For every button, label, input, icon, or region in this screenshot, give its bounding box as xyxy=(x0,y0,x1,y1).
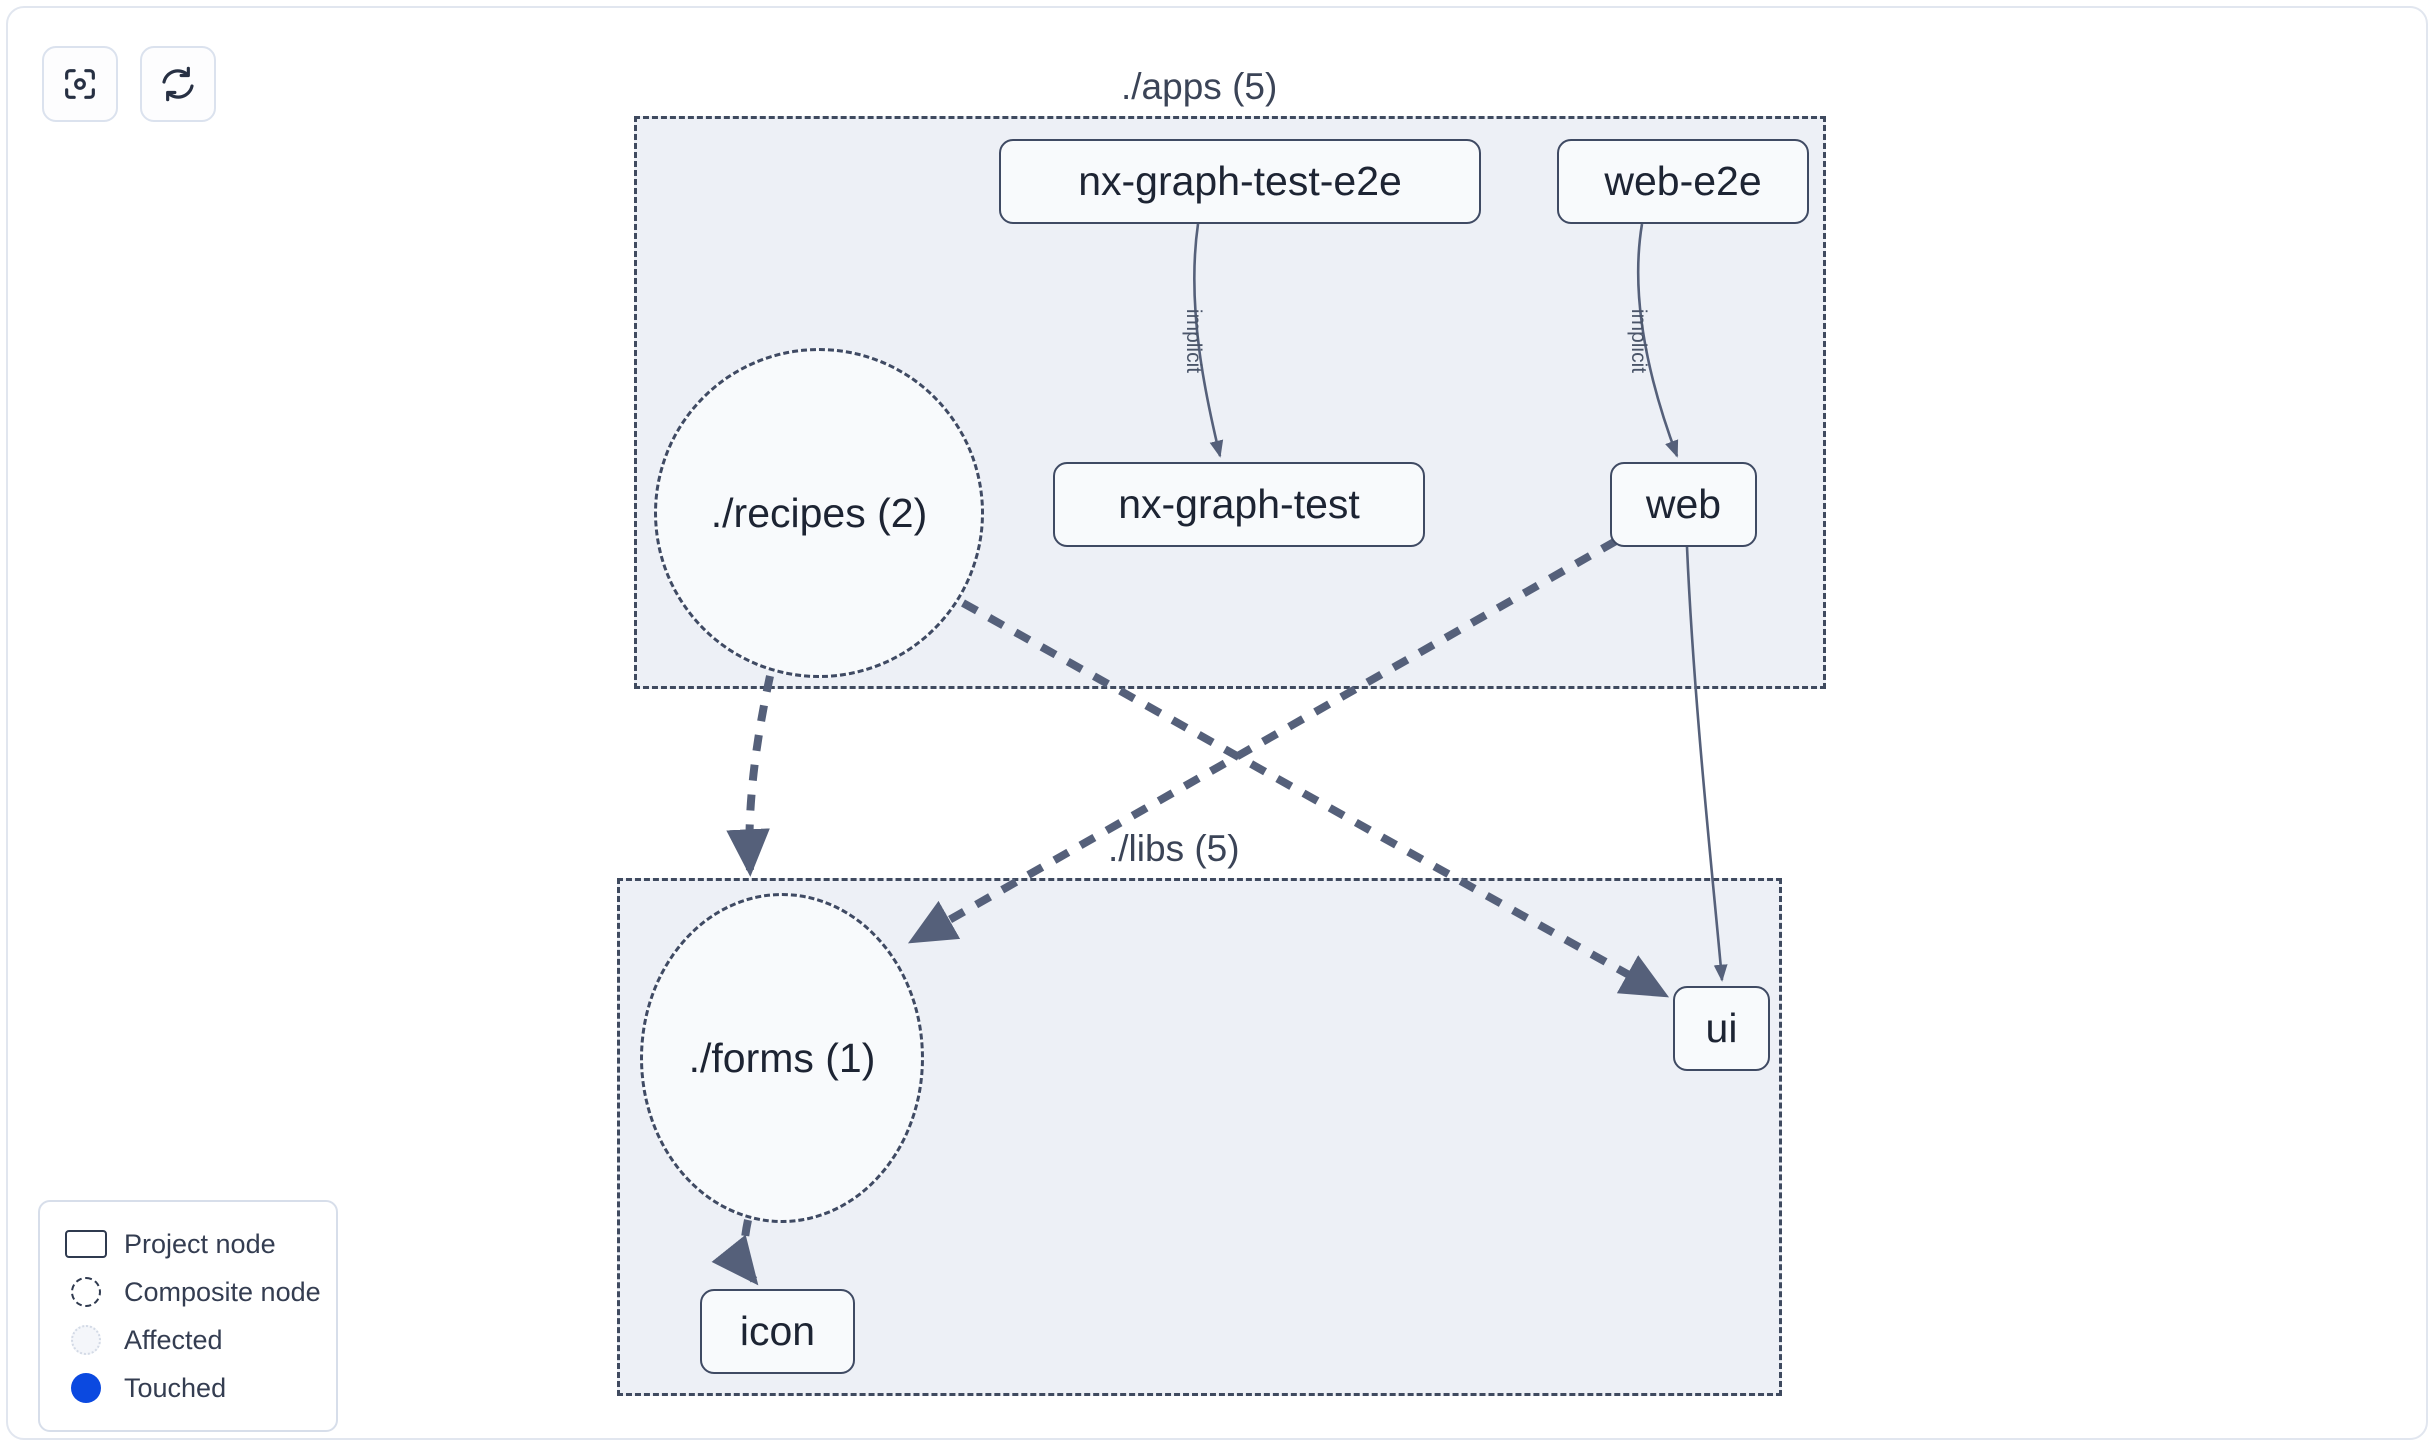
edge-recipes-to-forms[interactable] xyxy=(726,675,774,877)
graph-toolbar xyxy=(42,46,216,122)
touched-swatch xyxy=(60,1373,112,1403)
focus-graph-button[interactable] xyxy=(42,46,118,122)
affected-swatch xyxy=(60,1325,112,1355)
legend-label-affected: Affected xyxy=(124,1324,223,1355)
project-node-web[interactable]: web xyxy=(1610,462,1757,547)
legend-label-composite-node: Composite node xyxy=(124,1276,321,1307)
group-label-apps: ./apps (5) xyxy=(1121,66,1278,107)
edge-label-implicit-nx-graph-test: implicit xyxy=(1182,308,1205,374)
project-node-nx-graph-test[interactable]: nx-graph-test xyxy=(1053,462,1425,547)
composite-node-forms[interactable]: ./forms (1) xyxy=(640,893,924,1223)
legend-item-affected: Affected xyxy=(60,1316,316,1364)
legend-item-composite-node: Composite node xyxy=(60,1268,321,1316)
refresh-icon xyxy=(158,64,198,104)
project-node-web-e2e[interactable]: web-e2e xyxy=(1557,139,1809,224)
edge-label-implicit-web: implicit xyxy=(1627,308,1650,374)
focus-target-icon xyxy=(60,64,100,104)
refresh-graph-button[interactable] xyxy=(140,46,216,122)
legend-label-touched: Touched xyxy=(124,1372,227,1403)
project-node-swatch xyxy=(60,1230,112,1258)
graph-legend: Project node Composite node Affected Tou… xyxy=(38,1200,338,1432)
legend-item-touched: Touched xyxy=(60,1364,316,1412)
graph-canvas[interactable]: ./apps (5) ./libs (5) xyxy=(8,8,2426,1438)
project-node-ui[interactable]: ui xyxy=(1673,986,1770,1071)
project-node-icon[interactable]: icon xyxy=(700,1289,855,1374)
legend-label-project-node: Project node xyxy=(124,1228,276,1259)
composite-node-recipes[interactable]: ./recipes (2) xyxy=(654,348,984,678)
graph-panel: ./apps (5) ./libs (5) xyxy=(6,6,2428,1440)
composite-node-swatch xyxy=(60,1277,112,1307)
group-label-libs: ./libs (5) xyxy=(1108,828,1240,869)
project-node-nx-graph-test-e2e[interactable]: nx-graph-test-e2e xyxy=(999,139,1481,224)
legend-item-project-node: Project node xyxy=(60,1220,316,1268)
